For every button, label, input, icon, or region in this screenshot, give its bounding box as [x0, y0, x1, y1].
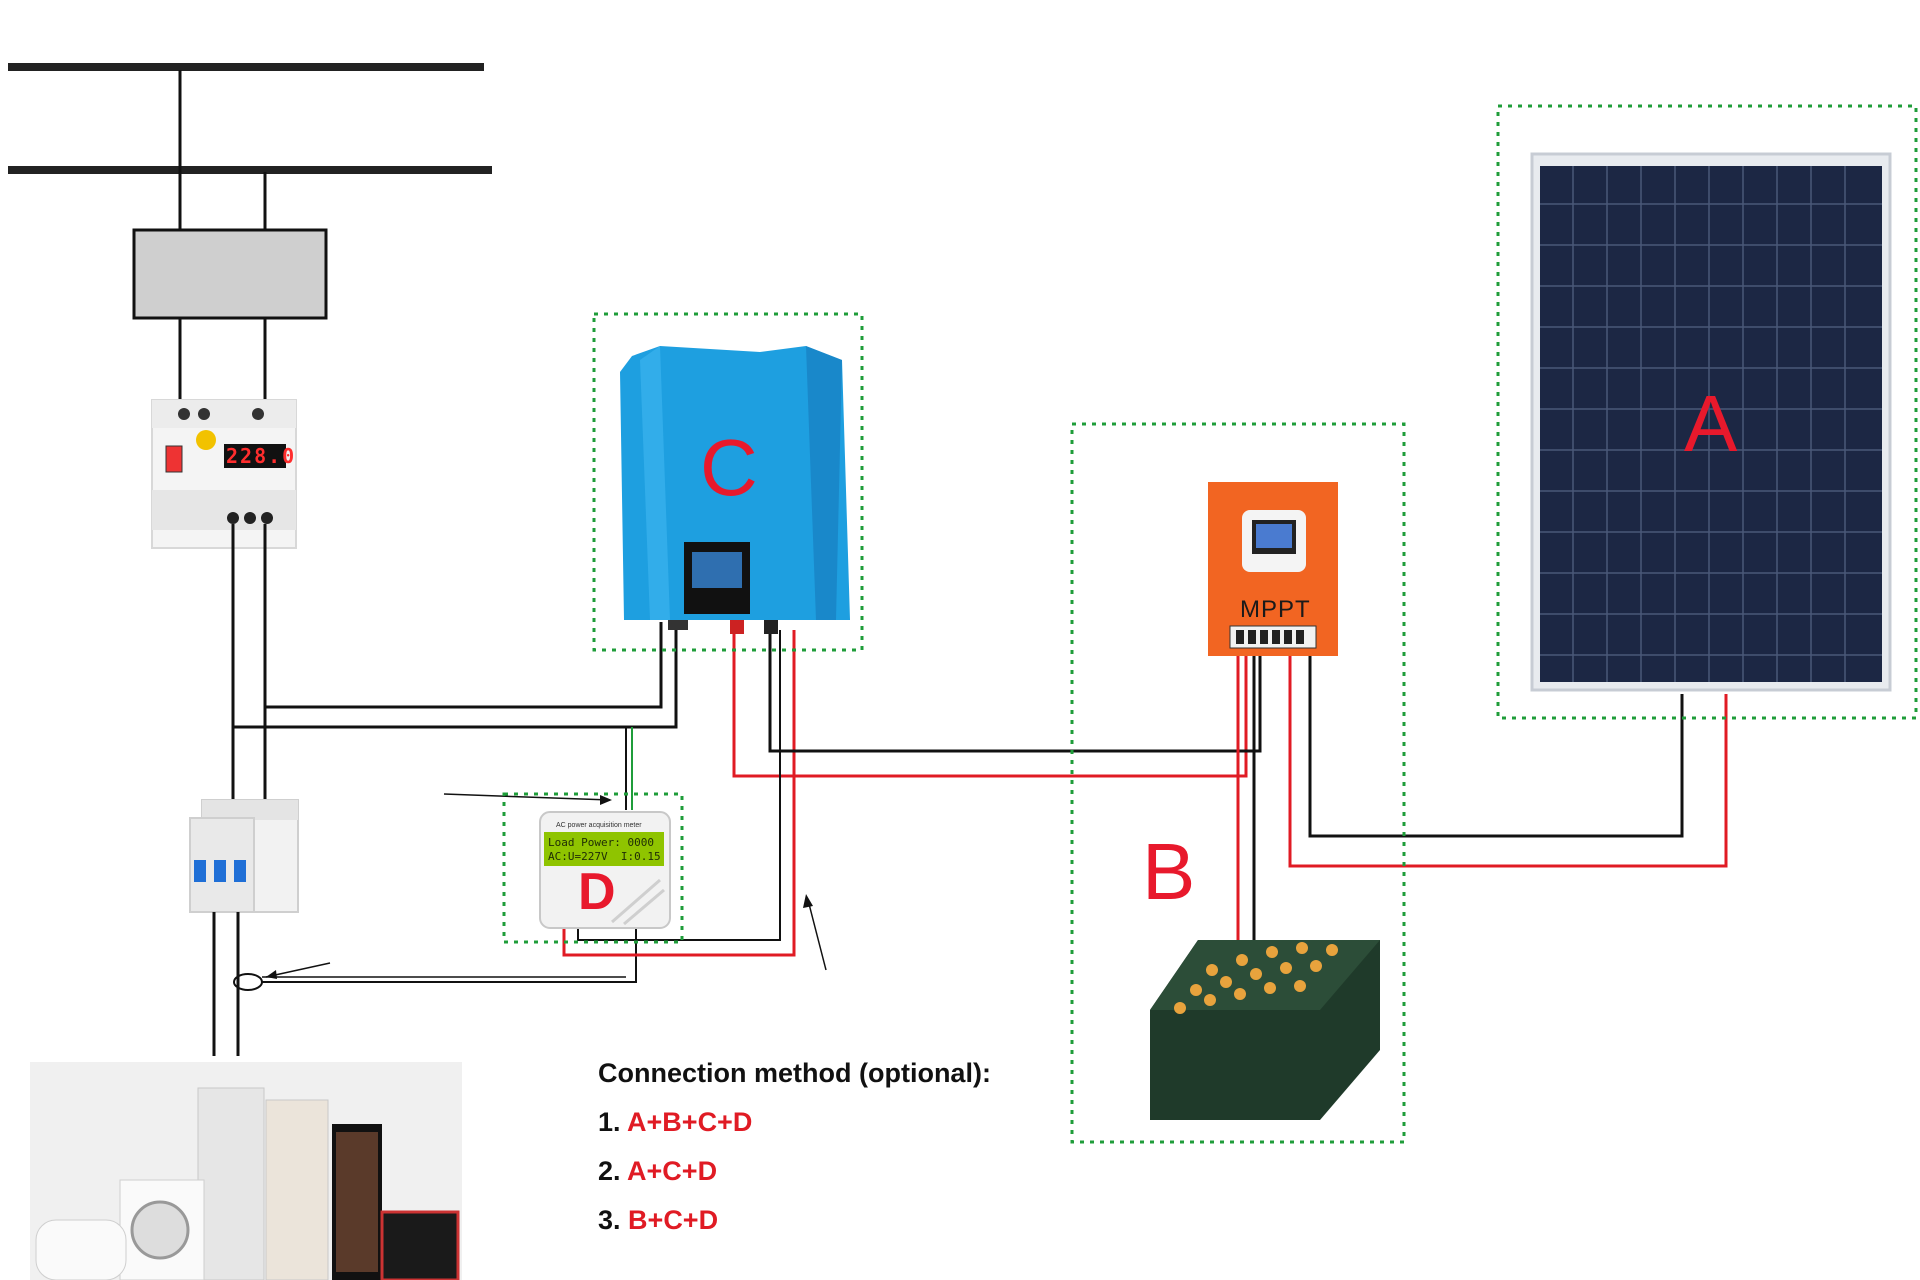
connection-method-title: Connection method (optional):	[598, 1058, 991, 1088]
battery-bank	[1150, 940, 1380, 1120]
option-combo: A+B+C+D	[627, 1107, 753, 1137]
mppt-controller	[1208, 482, 1338, 656]
connection-option-2: 2. A+C+D	[598, 1156, 991, 1187]
controller-label: MPPT	[1240, 596, 1311, 623]
option-number: 3.	[598, 1205, 621, 1235]
group-c-outline	[592, 312, 864, 652]
meter-title: AC power acquisition meter	[556, 822, 642, 829]
meter-lcd-line1: Load Power: 0000	[548, 836, 654, 849]
label-c: C	[700, 423, 758, 512]
label-a: A	[1684, 379, 1738, 468]
grid-power-lines	[8, 63, 492, 230]
voltage-protector	[151, 399, 297, 549]
label-d: D	[578, 863, 616, 921]
protector-display: 228.0	[226, 444, 297, 468]
circuit-breaker	[189, 799, 299, 913]
meter-lcd-line2: AC:U=227V I:0.15	[548, 850, 661, 863]
label-b: B	[1142, 827, 1196, 916]
group-a-outline	[1496, 104, 1918, 720]
option-combo: A+C+D	[627, 1156, 718, 1186]
group-outlines	[502, 104, 1918, 1144]
connection-option-1: 1. A+B+C+D	[598, 1107, 991, 1138]
option-number: 1.	[598, 1107, 621, 1137]
connection-option-3: 3. B+C+D	[598, 1205, 991, 1236]
power-meter	[539, 811, 671, 929]
group-b-outline	[1070, 422, 1406, 1144]
grid-meter-box	[132, 228, 328, 404]
connection-method: Connection method (optional): 1. A+B+C+D…	[598, 1058, 991, 1254]
grid-tie-inverter	[620, 346, 850, 634]
option-combo: B+C+D	[628, 1205, 719, 1235]
solar-panel	[1530, 152, 1892, 692]
option-number: 2.	[598, 1156, 621, 1186]
group-d-outline	[502, 792, 684, 944]
household-appliances	[30, 1062, 462, 1280]
